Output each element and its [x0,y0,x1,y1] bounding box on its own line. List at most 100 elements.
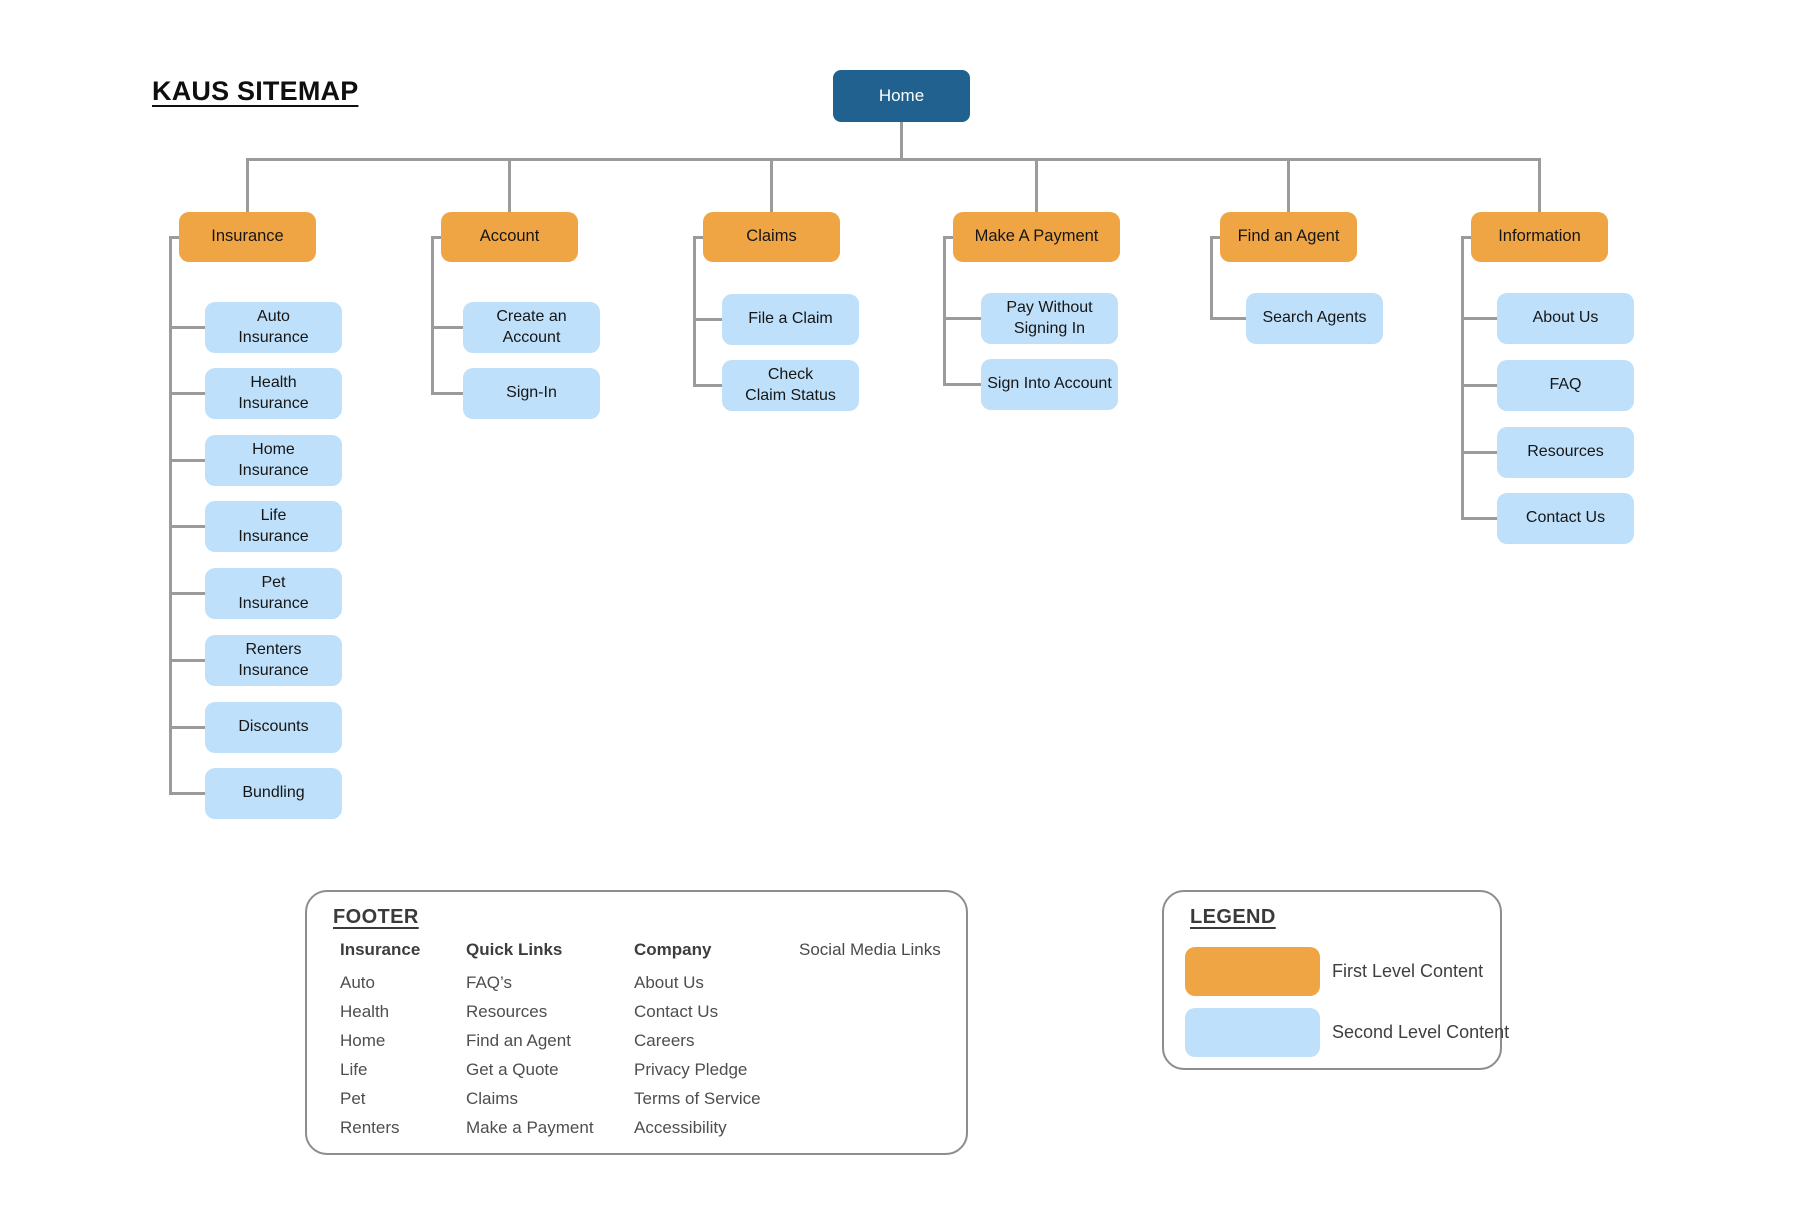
node-faq: FAQ [1497,360,1634,411]
footer-link-get-a-quote: Get a Quote [466,1060,559,1079]
node-discounts: Discounts [205,702,342,753]
node-sign-into-account: Sign Into Account [981,359,1118,410]
connector-nub-make-a-payment [943,235,953,239]
legend-label-first-level: First Level Content [1332,961,1484,981]
footer-column-header: Insurance [340,940,421,959]
node-life-insurance: Life Insurance [205,501,342,552]
connector-branch [696,318,722,321]
connector-stub-make-a-payment [1035,161,1038,212]
node-auto-insurance: Auto Insurance [205,302,342,353]
node-find-an-agent: Find an Agent [1220,212,1357,262]
footer-column-header: Social Media Links [799,940,941,959]
footer-title: FOOTER [333,906,419,928]
node-home: Home [833,70,970,122]
connector-branch [172,326,205,329]
connector-branch [434,392,463,395]
connector-nub-claims [693,235,703,239]
connector-branch [172,726,205,729]
connector-branch [172,392,205,395]
footer-link-resources: Resources [466,1002,548,1021]
footer-link-renters: Renters [340,1118,400,1137]
connector-stub-find-an-agent [1287,161,1290,212]
node-health-insurance: Health Insurance [205,368,342,419]
connector-nub-find-an-agent [1210,235,1220,239]
footer-link-pet: Pet [340,1089,366,1108]
connector-nub-account [431,235,441,239]
footer-column-header: Company [634,940,712,959]
connector-branch [1213,317,1246,320]
node-create-an-account: Create an Account [463,302,600,353]
footer-link-about-us: About Us [634,973,704,992]
node-claims: Claims [703,212,840,262]
node-resources: Resources [1497,427,1634,478]
node-information: Information [1471,212,1608,262]
second-level-swatch [1185,1008,1320,1057]
footer-link-privacy-pledge: Privacy Pledge [634,1060,748,1079]
footer-link-home: Home [340,1031,386,1050]
node-bundling: Bundling [205,768,342,819]
connector-branch [434,326,463,329]
connector-stub-information [1538,161,1541,212]
connector-branch [172,592,205,595]
node-search-agents: Search Agents [1246,293,1383,344]
footer-link-contact-us: Contact Us [634,1002,719,1021]
footer-link-health: Health [340,1002,390,1021]
footer-link-find-an-agent: Find an Agent [466,1031,571,1050]
connector-branch [1464,384,1497,387]
connector-nub-insurance [169,235,179,239]
footer-link-auto: Auto [340,973,375,992]
node-about-us: About Us [1497,293,1634,344]
connector-trunk-insurance [169,235,172,795]
footer-link-claims: Claims [466,1089,518,1108]
connector-branch [946,317,981,320]
node-contact-us: Contact Us [1497,493,1634,544]
node-file-a-claim: File a Claim [722,294,859,345]
footer-link-careers: Careers [634,1031,695,1050]
connector-trunk-claims [693,235,696,387]
node-make-a-payment: Make A Payment [953,212,1120,262]
legend-label-second-level: Second Level Content [1332,1022,1510,1042]
connector-branch [1464,517,1497,520]
connector-trunk-information [1461,235,1464,520]
connector-branch [1464,317,1497,320]
connector-stub-account [508,161,511,212]
legend-title: LEGEND [1190,906,1276,928]
footer-column-social-media-links: Social Media Links [799,940,941,968]
connector-trunk-find-an-agent [1210,235,1213,320]
footer-column-header: Quick Links [466,940,563,959]
node-check-claim-status: Check Claim Status [722,360,859,411]
footer-link-life: Life [340,1060,368,1079]
connector-branch [172,792,205,795]
connector-branch [696,384,722,387]
connector-branch [172,525,205,528]
footer-link-faq-s: FAQ’s [466,973,512,992]
connector-trunk-make-a-payment [943,235,946,386]
footer-link-terms-of-service: Terms of Service [634,1089,761,1108]
page-title: KAUS SITEMAP [152,76,359,106]
footer-link-make-a-payment: Make a Payment [466,1118,594,1137]
connector-stub-insurance [246,161,249,212]
footer-link-accessibility: Accessibility [634,1118,727,1137]
connector-trunk-account [431,235,434,395]
connector-root-stub [900,122,903,158]
node-pet-insurance: Pet Insurance [205,568,342,619]
connector-main-horizontal [246,158,1541,161]
node-home-insurance: Home Insurance [205,435,342,486]
connector-stub-claims [770,161,773,212]
node-renters-insurance: Renters Insurance [205,635,342,686]
connector-branch [172,659,205,662]
connector-nub-information [1461,235,1471,239]
node-account: Account [441,212,578,262]
connector-branch [172,459,205,462]
legend-panel: LEGEND First Level Content Second Level … [1162,890,1509,1070]
node-insurance: Insurance [179,212,316,262]
connector-branch [946,383,981,386]
node-pay-without-signing-in: Pay Without Signing In [981,293,1118,344]
connector-branch [1464,451,1497,454]
node-sign-in: Sign-In [463,368,600,419]
